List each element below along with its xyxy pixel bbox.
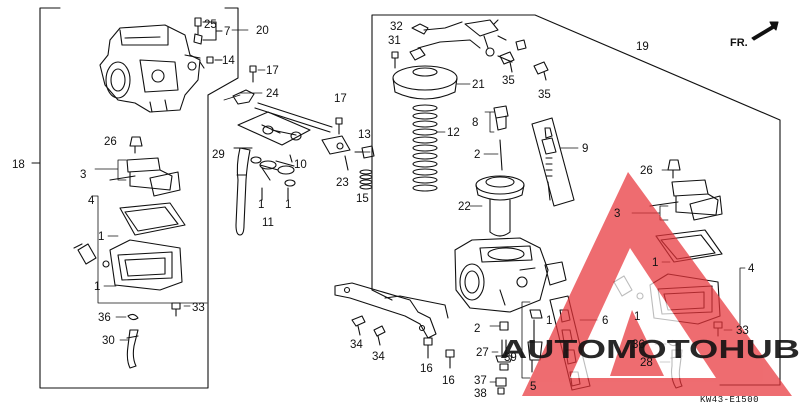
lever-32 — [409, 19, 513, 63]
callout-36a: 36 — [98, 312, 111, 324]
callout-17a: 17 — [266, 65, 279, 77]
callout-3b: 3 — [614, 208, 620, 220]
hose-30 — [119, 329, 139, 369]
spring-12 — [412, 104, 446, 192]
callout-26a: 26 — [104, 136, 117, 148]
callout-15: 15 — [356, 193, 369, 205]
callout-4b: 4 — [748, 263, 755, 275]
screw-17-right — [335, 117, 343, 135]
hose-29 — [233, 147, 253, 236]
callout-1g: 1 — [546, 315, 552, 327]
screws-35 — [499, 39, 549, 81]
callout-labels: 18 20 25 7 14 17 24 26 3 29 10 11 1 1 4 … — [12, 19, 755, 400]
callout-33b: 33 — [736, 325, 749, 337]
callout-16a: 16 — [420, 363, 433, 375]
callout-13: 13 — [358, 129, 371, 141]
clip-36-left — [115, 313, 139, 321]
jet-group-9 — [531, 117, 579, 207]
callout-1a: 1 — [258, 199, 264, 211]
screws-16 — [423, 337, 455, 369]
spring-15 — [359, 169, 373, 190]
plate-pipe-10 — [237, 102, 333, 163]
sleeve-11 — [250, 156, 296, 201]
callout-35a: 35 — [502, 75, 515, 87]
callout-2b: 2 — [474, 323, 480, 335]
callout-18: 18 — [12, 159, 25, 171]
callout-19: 19 — [636, 41, 649, 53]
callout-34b: 34 — [372, 351, 385, 363]
callout-1b: 1 — [285, 199, 291, 211]
callout-35b: 35 — [538, 89, 551, 101]
callout-14: 14 — [222, 55, 235, 67]
screw-33-left — [171, 302, 191, 317]
callout-26b: 26 — [640, 165, 653, 177]
callout-3a: 3 — [80, 169, 86, 181]
callout-2a: 2 — [474, 149, 480, 161]
callout-11: 11 — [262, 217, 274, 229]
callout-5: 5 — [530, 381, 536, 393]
watermark — [522, 172, 792, 396]
callout-21: 21 — [472, 79, 485, 91]
diagram-code: KW43-E1500 — [700, 395, 759, 405]
callout-6: 6 — [602, 315, 608, 327]
float-part-3-left — [94, 157, 181, 197]
callout-1c: 1 — [98, 231, 104, 243]
screw-set-25-7-14 — [193, 17, 223, 69]
callout-34a: 34 — [350, 339, 363, 351]
callout-20: 20 — [256, 25, 269, 37]
carburetor-assembly-left — [99, 24, 201, 113]
callout-37: 37 — [474, 375, 487, 387]
callout-22: 22 — [458, 201, 471, 213]
callout-17b: 17 — [334, 93, 347, 105]
direction-label: FR. — [730, 37, 748, 49]
vacuum-piston-22 — [469, 175, 525, 237]
callout-1e: 1 — [652, 257, 658, 269]
callout-36b: 36 — [632, 339, 645, 351]
float-chamber-group-left — [73, 195, 208, 304]
callout-25: 25 — [204, 19, 217, 31]
clip-24 — [232, 89, 255, 105]
needle-jet-8 — [483, 105, 509, 171]
jets-lower-right — [489, 301, 543, 395]
callout-7: 7 — [224, 26, 230, 38]
group-bracket-left — [31, 7, 239, 389]
watermark-text: AUTOMOTOHUB — [500, 334, 800, 364]
callout-27: 27 — [476, 347, 489, 359]
callout-31: 31 — [388, 35, 401, 47]
fitting-26-left — [129, 136, 143, 154]
callout-1d: 1 — [94, 281, 100, 293]
forward-arrow-icon — [751, 21, 779, 41]
callout-9: 9 — [582, 143, 588, 155]
callout-10: 10 — [294, 159, 307, 171]
screw-31 — [391, 51, 399, 69]
callout-30: 30 — [102, 335, 115, 347]
screw-17-left — [249, 65, 257, 83]
callout-12: 12 — [447, 127, 460, 139]
throttle-link-23 — [321, 135, 375, 171]
callout-8: 8 — [472, 117, 478, 129]
callout-16b: 16 — [442, 375, 455, 387]
carburetor-body-right — [454, 237, 567, 313]
diaphragm-cover-21 — [392, 65, 471, 100]
callout-24: 24 — [266, 88, 279, 100]
callout-28: 28 — [640, 357, 653, 369]
callout-33a: 33 — [192, 302, 205, 314]
callout-38: 38 — [474, 388, 487, 400]
callout-4a: 4 — [88, 195, 95, 207]
callout-23: 23 — [336, 177, 349, 189]
callout-1f: 1 — [634, 311, 640, 323]
callout-39: 39 — [504, 352, 517, 364]
callout-29: 29 — [212, 149, 225, 161]
callout-32: 32 — [390, 21, 403, 33]
brackets-34 — [334, 282, 449, 346]
